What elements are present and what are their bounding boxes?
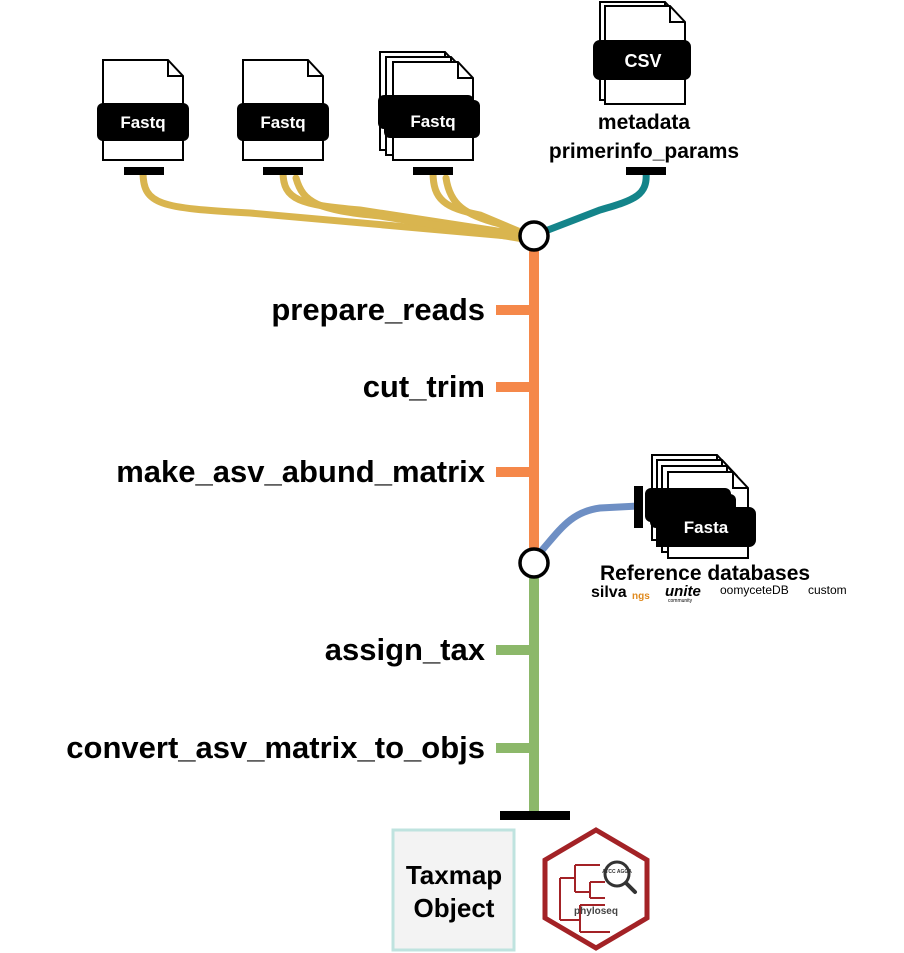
fastq-connectors — [139, 168, 534, 244]
fasta-multi-file-icon: Fasta — [634, 454, 756, 559]
junction-node-reference — [518, 547, 550, 579]
csv-connector-cap — [626, 167, 666, 175]
magnifier-icon — [603, 860, 631, 888]
reference-connector — [533, 502, 642, 560]
taxmap-object-output: Taxmap Object — [391, 828, 516, 952]
custom-database-label: custom — [808, 583, 847, 597]
fastq-file-icon: Fastq — [237, 59, 329, 175]
junction-node-inputs — [518, 220, 550, 252]
unite-community-text: community — [668, 598, 693, 604]
step-make-asv-abund-matrix: make_asv_abund_matrix — [116, 454, 486, 489]
phyloseq-badge-text: ATCC AGGA — [602, 869, 632, 875]
fasta-label: Fasta — [684, 518, 729, 537]
taxmap-label-line1: Taxmap — [406, 860, 502, 890]
silva-ngs-logo: ngs — [632, 591, 650, 602]
silva-logo: silva — [591, 584, 627, 601]
pipeline-end-bar — [500, 811, 570, 820]
csv-label: CSV — [624, 51, 661, 71]
fastq-file-icon: Fastq — [97, 59, 189, 175]
oomycetedb-logo: oomyceteDB — [720, 583, 789, 597]
taxmap-label-line2: Object — [414, 893, 495, 923]
csv-caption-metadata: metadata — [598, 111, 691, 134]
reference-database-logos: silva ngs unite community oomyceteDB cus… — [591, 583, 847, 604]
fastq-label-2: Fastq — [260, 113, 305, 132]
fastq-multi-file-icon: Fastq — [378, 51, 480, 175]
phyloseq-hex-logo: ATCC AGGA phyloseq — [542, 827, 650, 951]
csv-file-icon: CSV — [593, 1, 691, 105]
phyloseq-label: phyloseq — [574, 906, 618, 917]
step-cut-trim: cut_trim — [363, 369, 485, 404]
unite-logo: unite — [665, 583, 701, 600]
fastq-label-3: Fastq — [410, 112, 455, 131]
metadata-connector — [531, 168, 650, 239]
step-prepare-reads: prepare_reads — [271, 292, 485, 327]
csv-caption-primerinfo: primerinfo_params — [549, 140, 739, 163]
reference-databases-title: Reference databases — [600, 562, 810, 585]
step-convert-asv-matrix-to-objs: convert_asv_matrix_to_objs — [66, 730, 485, 765]
fastq-label-1: Fastq — [120, 113, 165, 132]
step-assign-tax: assign_tax — [325, 632, 486, 667]
